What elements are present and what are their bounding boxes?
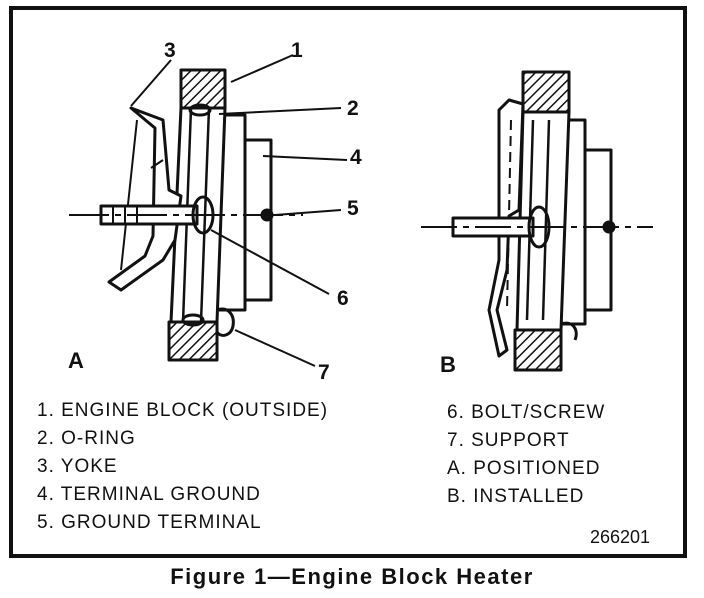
engine-block-top-b xyxy=(521,70,571,114)
view-label-a: A xyxy=(68,348,84,373)
callout-2: 2 xyxy=(347,97,359,120)
support-a xyxy=(215,307,235,337)
legend-item: 6. BOLT/SCREW xyxy=(447,402,606,423)
legend-item: 2. O-RING xyxy=(37,428,136,449)
callout-4: 4 xyxy=(350,146,362,169)
legend-item: 4. TERMINAL GROUND xyxy=(37,484,261,505)
legend-left: 1. ENGINE BLOCK (OUTSIDE) 2. O-RING 3. Y… xyxy=(37,397,328,537)
yoke-a xyxy=(107,106,183,292)
leader-lines-a xyxy=(130,54,348,367)
legend-item: B. INSTALLED xyxy=(447,486,585,507)
legend-item: 3. YOKE xyxy=(37,456,118,477)
view-a-drawing xyxy=(69,68,303,362)
view-label-b: B xyxy=(440,352,456,377)
engine-block-heater-diagram xyxy=(69,54,653,372)
support-b xyxy=(560,321,578,341)
callout-5: 5 xyxy=(347,197,359,220)
callout-7: 7 xyxy=(318,361,330,384)
engine-block-bottom-a xyxy=(167,320,219,362)
figure-frame xyxy=(9,6,687,558)
callout-3: 3 xyxy=(164,39,176,62)
heater-body-a xyxy=(219,113,247,312)
figure-number: 266201 xyxy=(590,527,651,547)
engine-block-bottom-b xyxy=(513,328,563,372)
legend-item: 1. ENGINE BLOCK (OUTSIDE) xyxy=(37,400,329,421)
legend-item: A. POSITIONED xyxy=(447,458,601,479)
legend-right: 6. BOLT/SCREW 7. SUPPORT A. POSITIONED B… xyxy=(447,399,605,511)
figure-caption: Figure 1—Engine Block Heater xyxy=(170,564,534,589)
callout-6: 6 xyxy=(337,287,349,310)
view-b-drawing xyxy=(421,70,653,372)
legend-item: 5. GROUND TERMINAL xyxy=(37,512,262,533)
legend-item: 7. SUPPORT xyxy=(447,430,570,451)
engine-block-top-a xyxy=(179,68,227,110)
callout-1: 1 xyxy=(291,39,303,62)
